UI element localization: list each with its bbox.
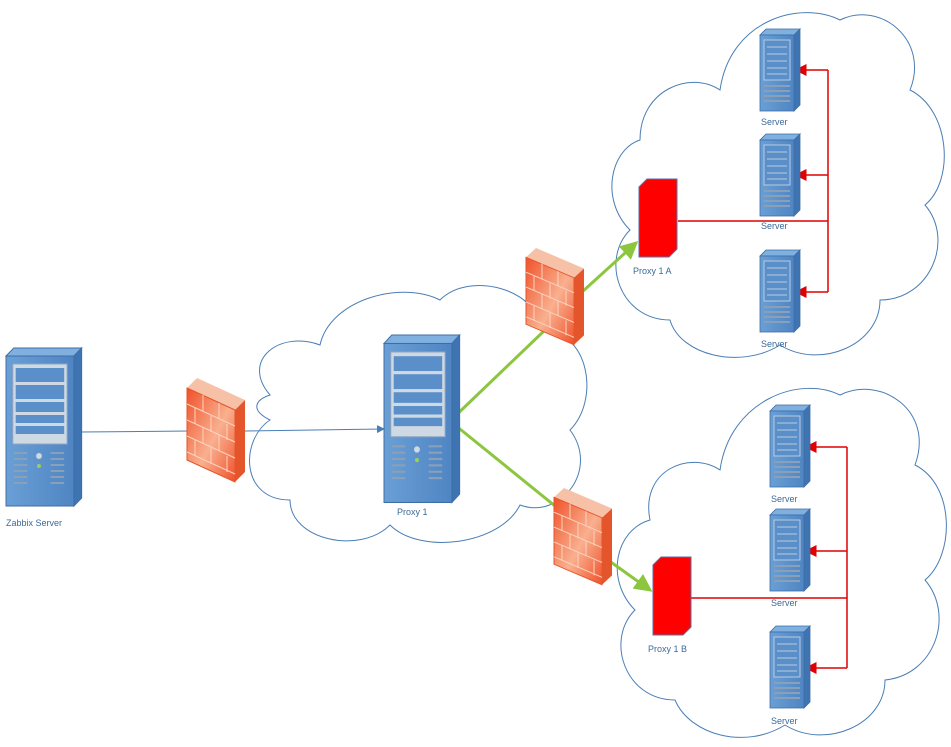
server-label: Server — [771, 494, 798, 504]
zabbix-server[interactable]: Zabbix Server — [5, 347, 83, 528]
proxy-1a-label: Proxy 1 A — [633, 266, 672, 276]
cloud-a — [611, 12, 945, 358]
proxy-1b-label: Proxy 1 B — [648, 644, 687, 654]
proxy-icon — [638, 178, 678, 258]
server-label: Server — [761, 117, 788, 127]
server-b-2[interactable]: Server — [769, 508, 811, 608]
link-zabbix-to-firewall — [79, 430, 191, 433]
zabbix-server-label: Zabbix Server — [6, 518, 62, 528]
server-label: Server — [771, 598, 798, 608]
link-firewall-2-to-proxy-1a — [580, 240, 639, 294]
firewall-icon — [553, 487, 613, 586]
server-label: Server — [771, 716, 798, 726]
link-firewall-3-to-proxy-1b — [607, 558, 653, 592]
server-icon — [759, 133, 801, 217]
server-icon — [5, 347, 83, 507]
server-a-1[interactable]: Server — [759, 28, 801, 127]
server-icon — [769, 508, 811, 592]
firewall-icon — [525, 247, 585, 346]
server-icon — [769, 625, 811, 709]
links-proxy-1a-servers — [678, 64, 829, 298]
proxy-1a[interactable]: Proxy 1 A — [633, 178, 678, 276]
firewall-icon — [186, 377, 246, 483]
server-icon — [759, 249, 801, 333]
links-proxy-1b-servers — [691, 441, 848, 674]
server-icon — [759, 28, 801, 112]
server-label: Server — [761, 339, 788, 349]
server-label: Server — [761, 221, 788, 231]
proxy-1-label: Proxy 1 — [397, 507, 428, 517]
link-proxy-1-to-proxy-1b — [449, 419, 561, 512]
proxy-icon — [652, 556, 692, 636]
server-icon — [383, 334, 461, 504]
cloud-b — [616, 387, 947, 738]
link-proxy-1-to-proxy-1a — [448, 328, 547, 423]
link-firewall-to-proxy-1 — [244, 425, 385, 434]
server-icon — [769, 404, 811, 488]
server-b-1[interactable]: Server — [769, 404, 811, 504]
proxy-1-server[interactable]: Proxy 1 — [383, 334, 461, 517]
cloud-proxy-1 — [249, 285, 588, 543]
server-a-3[interactable]: Server — [759, 249, 801, 349]
server-b-3[interactable]: Server — [769, 625, 811, 726]
proxy-1b[interactable]: Proxy 1 B — [648, 556, 692, 654]
server-a-2[interactable]: Server — [759, 133, 801, 231]
